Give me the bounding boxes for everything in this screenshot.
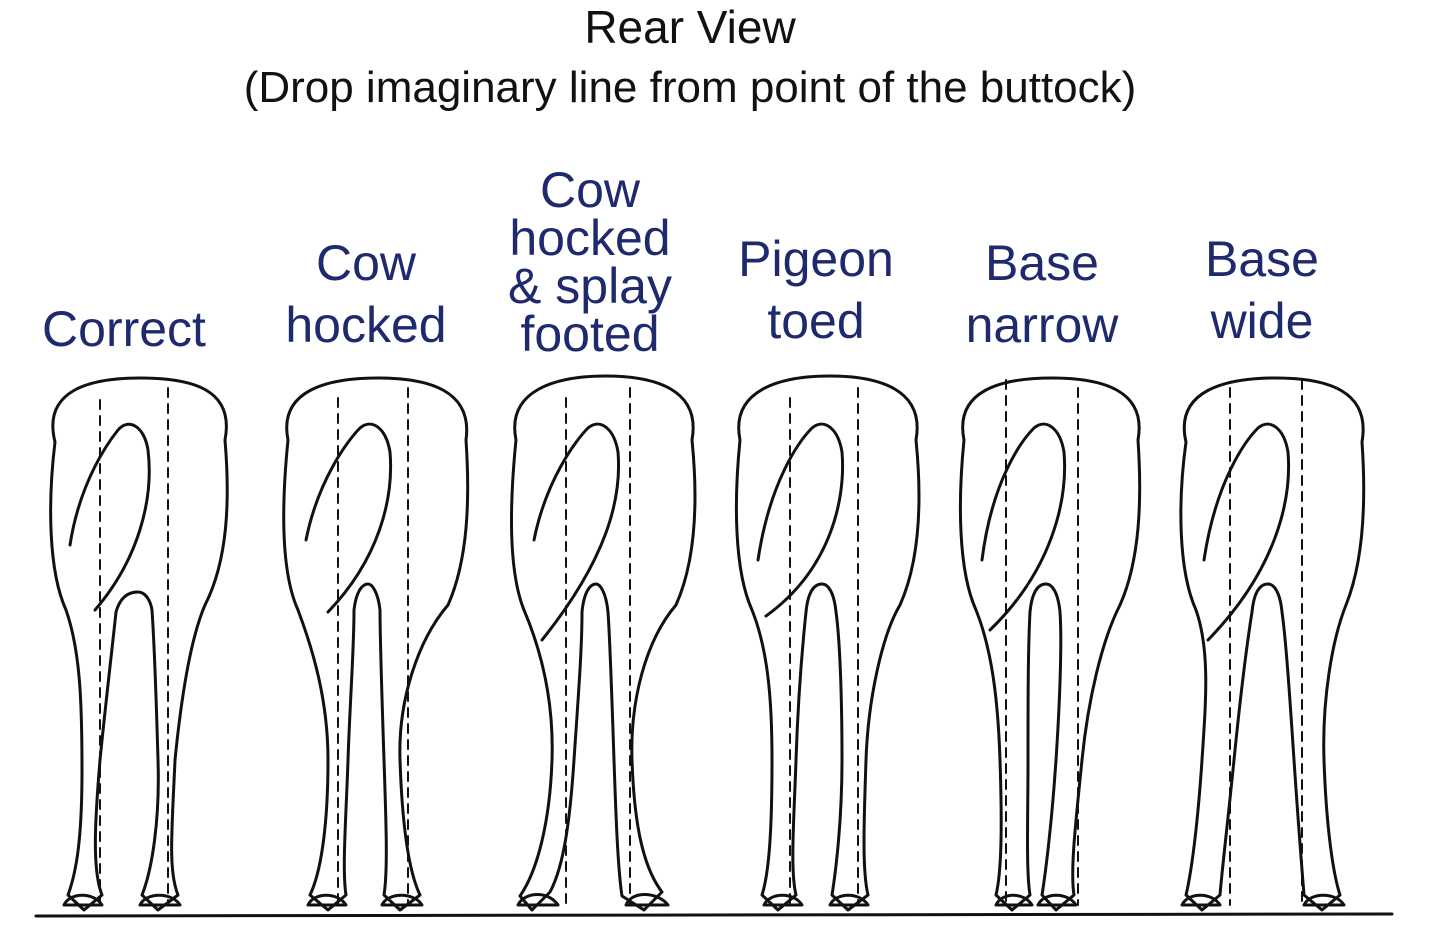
hoof	[624, 893, 670, 907]
horse-pigeon-toed	[734, 374, 921, 912]
ground-line	[34, 912, 1394, 918]
gaskin-muscle	[980, 422, 1067, 632]
label-line: narrow	[965, 297, 1119, 353]
gaskin-muscle	[304, 422, 393, 614]
label-line: hocked	[285, 297, 447, 353]
horse-cow-hocked-splay-footed	[510, 374, 697, 912]
label-correct: Correct	[4, 298, 244, 360]
diagram-title: Rear View	[584, 1, 796, 53]
label-line: toed	[767, 293, 865, 349]
hoof	[1180, 893, 1222, 907]
label-line: Correct	[42, 301, 206, 357]
hindquarter-outline	[734, 374, 921, 912]
hoof	[138, 893, 182, 907]
diagram-subtitle: (Drop imaginary line from point of the b…	[243, 63, 1137, 112]
gaskin-muscle	[1202, 422, 1291, 642]
hoof	[1036, 893, 1078, 907]
label-line: & splay	[508, 258, 672, 314]
horse-correct	[49, 376, 229, 912]
label-line: Base	[985, 235, 1099, 291]
label-base-narrow: Base narrow	[922, 232, 1162, 356]
hoof	[516, 893, 560, 907]
hindquarter-outline	[49, 376, 229, 912]
gaskin-muscle	[756, 422, 845, 618]
label-line: Cow	[315, 235, 417, 291]
gaskin-muscle	[532, 422, 621, 642]
hindquarter-outline	[510, 374, 697, 912]
label-cow-hocked: Cow hocked	[246, 232, 486, 356]
hoof	[994, 893, 1034, 907]
hoof	[62, 893, 104, 907]
hindquarter-outline	[1179, 376, 1366, 912]
hindquarter-outline	[282, 376, 470, 912]
hindquarter-outline	[958, 376, 1142, 912]
label-line: wide	[1210, 293, 1314, 349]
hoof	[306, 893, 348, 907]
horse-cow-hocked	[282, 376, 470, 912]
label-line: footed	[520, 306, 660, 362]
horse-base-wide	[1179, 376, 1366, 912]
hoof	[380, 893, 424, 907]
hoof	[828, 893, 870, 907]
horse-base-narrow	[958, 376, 1142, 912]
label-line: Base	[1205, 231, 1319, 287]
label-base-wide: Base wide	[1142, 228, 1382, 352]
label-line: Pigeon	[738, 231, 894, 287]
label-cow-hocked-splay-footed: Cow hocked & splay footed	[470, 162, 710, 362]
gaskin-muscle	[68, 422, 151, 612]
hoof	[1302, 893, 1346, 907]
label-line: hocked	[509, 210, 671, 266]
label-line: Cow	[539, 162, 641, 218]
hoof	[762, 893, 804, 907]
label-pigeon-toed: Pigeon toed	[696, 228, 936, 352]
